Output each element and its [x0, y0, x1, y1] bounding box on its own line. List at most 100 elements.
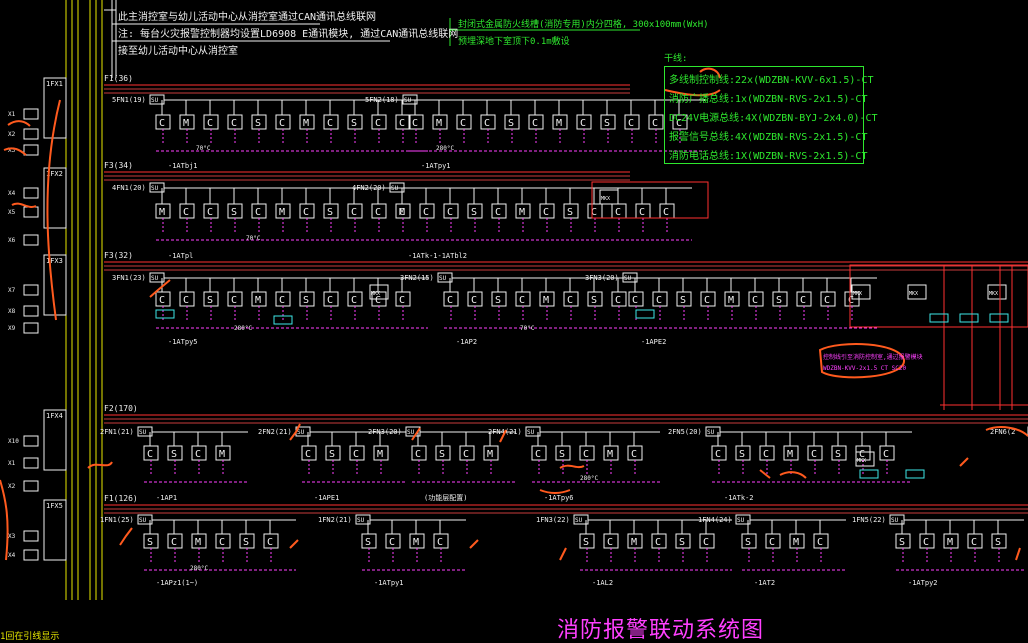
device-letter: C: [663, 207, 669, 218]
hand-annotation: [759, 469, 771, 479]
su-label: SU: [407, 429, 415, 436]
hand-annotation: [699, 67, 721, 79]
device-letter: C: [607, 537, 613, 548]
device-letter: C: [631, 449, 637, 460]
top-note-1: 此主消控室与幼儿活动中心从消控室通过CAN通讯总线联网: [118, 12, 377, 23]
device-letter: C: [923, 537, 929, 548]
cabinet-label: 1FN3(22): [536, 516, 570, 524]
cabinet-label: 5FN1(19): [112, 96, 146, 104]
device-letter: C: [848, 295, 854, 306]
device-letter: C: [583, 449, 589, 460]
hand-annotation: [664, 89, 721, 97]
floor-label: F2(170): [104, 404, 138, 413]
device-letter: C: [183, 295, 189, 306]
side-device: [23, 549, 39, 561]
legend-row-2: 消防广播总线:1x(WDZBN-RVS-2x1.5)-CT: [669, 94, 868, 105]
device-letter: C: [752, 295, 758, 306]
top-note-right-1: 封闭式金属防火线槽(消防专用)内分四格, 300x100mm(WxH): [458, 20, 709, 30]
top-note-3: 接至幼儿活动中心从消控室: [118, 46, 238, 57]
su-label: SU: [297, 429, 305, 436]
device-letter: C: [447, 295, 453, 306]
hand-annotation: [985, 426, 1028, 437]
cabinet-label: 3FN3(20): [585, 274, 619, 282]
su-label: SU: [404, 97, 412, 104]
device-letter: C: [971, 537, 977, 548]
su-label: SU: [151, 275, 159, 282]
device-letter: M: [303, 118, 309, 129]
device-letter: C: [219, 537, 225, 548]
su-label: SU: [357, 517, 365, 524]
equipment-code: -1AP1: [156, 494, 177, 502]
mkx-box: [599, 189, 619, 205]
device-letter: C: [351, 207, 357, 218]
cyan-tag: [859, 469, 879, 479]
equipment-code: -1AL2: [592, 579, 613, 587]
device-letter: M: [519, 207, 525, 218]
side-device: [23, 108, 39, 120]
hand-annotation: [1015, 547, 1021, 561]
side-number: X6: [8, 237, 16, 244]
cabinet-label: 2FN2(21): [258, 428, 292, 436]
device-letter: M: [543, 295, 549, 306]
device-letter: S: [471, 207, 477, 218]
device-letter: C: [535, 449, 541, 460]
device-letter: C: [703, 537, 709, 548]
cyan-tag: [635, 309, 655, 319]
hand-annotation: [149, 279, 171, 298]
legend-header: 干线:: [664, 54, 688, 64]
cyan-tag: [155, 309, 175, 319]
device-letter: M: [279, 207, 285, 218]
device-letter: C: [580, 118, 586, 129]
device-letter: S: [680, 295, 686, 306]
annotation-note-2: WDZBN-KVV-2x1.5 CT SC20: [823, 365, 907, 372]
hand-annotation: [959, 457, 969, 467]
device-letter: M: [183, 118, 189, 129]
mkx-box: [851, 284, 871, 300]
device-letter: C: [267, 537, 273, 548]
cyan-tag: [959, 313, 979, 323]
temperature-label: 280°C: [234, 325, 252, 332]
device-letter: C: [883, 449, 889, 460]
cyan-tag: [273, 315, 293, 325]
floor-label: F3(34): [104, 161, 133, 170]
device-letter: C: [171, 537, 177, 548]
device-letter: S: [495, 295, 501, 306]
mkx-label: MKX: [853, 291, 862, 297]
legend-row-5: 消防电话总线:1X(WDZBN-RVS-2x1.5)-CT: [669, 151, 868, 162]
device-letter: C: [183, 207, 189, 218]
device-letter: C: [207, 118, 213, 129]
hand-annotation: [3, 147, 27, 156]
device-letter: S: [604, 118, 610, 129]
device-letter: S: [171, 449, 177, 460]
cabinet-label: 1FN1(25): [100, 516, 134, 524]
equipment-code: -1ATbj1: [168, 162, 198, 170]
equipment-code: -1AT2: [754, 579, 775, 587]
device-letter: C: [399, 207, 405, 218]
diagram-title: 消防报警联动系统图: [557, 618, 765, 643]
device-letter: C: [632, 295, 638, 306]
mkx-frame: [849, 264, 1028, 328]
mkx-box: [855, 451, 875, 467]
device-letter: C: [495, 207, 501, 218]
hand-annotation: [46, 99, 61, 321]
device-letter: S: [776, 295, 782, 306]
mkx-box: [907, 284, 927, 300]
device-letter: C: [628, 118, 634, 129]
device-letter: M: [195, 537, 201, 548]
side-number: X4: [8, 190, 16, 197]
device-letter: M: [728, 295, 734, 306]
device-letter: M: [255, 295, 261, 306]
side-number: X2: [8, 483, 16, 490]
side-number: X1: [8, 111, 16, 118]
equipment-code: (功能层配置): [424, 493, 467, 502]
device-letter: S: [327, 207, 333, 218]
side-device: [23, 144, 39, 156]
device-letter: S: [231, 207, 237, 218]
legend-row-3: DC24V电源总线:4X(WDZBN-BYJ-2x4.0)-CT: [669, 113, 878, 124]
side-device: [23, 457, 39, 469]
device-letter: C: [207, 207, 213, 218]
hand-annotation: [818, 343, 906, 379]
device-letter: C: [591, 207, 597, 218]
device-letter: C: [255, 207, 261, 218]
